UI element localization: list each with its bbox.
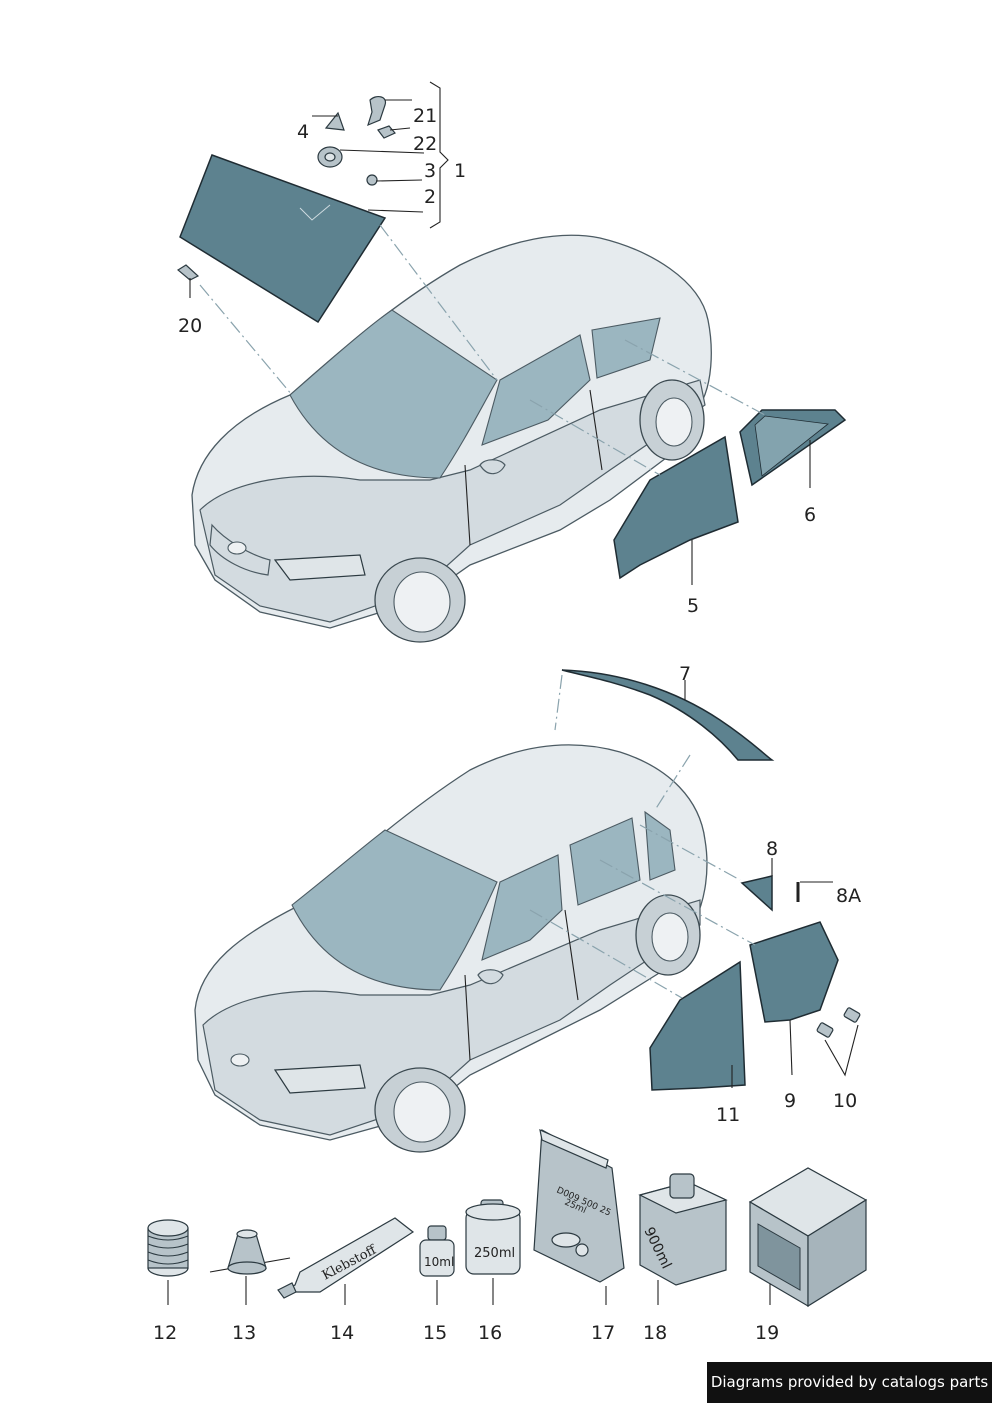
callout-labels: 21 4 22 1 3 2 20 6 5 7 8 8A 9 10 11 12 1… bbox=[153, 105, 861, 1344]
door-glass-front-5door[interactable] bbox=[649, 960, 746, 1091]
part-16-primer-can[interactable]: 250ml bbox=[465, 1199, 521, 1275]
car-bottom-illustration bbox=[194, 744, 708, 1153]
label-22[interactable]: 22 bbox=[413, 133, 437, 155]
door-glass-rear[interactable] bbox=[749, 921, 839, 1023]
part-4-cover[interactable] bbox=[324, 111, 345, 131]
windshield[interactable] bbox=[179, 154, 387, 324]
label-6[interactable]: 6 bbox=[804, 504, 816, 526]
label-16[interactable]: 16 bbox=[478, 1322, 502, 1344]
label-4[interactable]: 4 bbox=[297, 121, 309, 143]
label-9[interactable]: 9 bbox=[784, 1090, 796, 1112]
part-13-cord-roll[interactable] bbox=[209, 1229, 291, 1275]
label-5[interactable]: 5 bbox=[687, 595, 699, 617]
projection-lines bbox=[199, 224, 766, 999]
part-17-adhesive-bag[interactable]: D009 500 25 25ml bbox=[533, 1128, 625, 1283]
label-18[interactable]: 18 bbox=[643, 1322, 667, 1344]
small-bottle-label: 10ml bbox=[424, 1255, 454, 1269]
label-19[interactable]: 19 bbox=[755, 1322, 779, 1344]
label-11[interactable]: 11 bbox=[716, 1104, 740, 1126]
corner-glass[interactable] bbox=[740, 875, 773, 912]
part-12-spacer-coil[interactable] bbox=[147, 1219, 189, 1277]
label-12[interactable]: 12 bbox=[153, 1322, 177, 1344]
part-19-box[interactable] bbox=[748, 1167, 868, 1308]
part-10-clips[interactable] bbox=[816, 1007, 861, 1038]
label-14[interactable]: 14 bbox=[330, 1322, 354, 1344]
label-2[interactable]: 2 bbox=[424, 186, 436, 208]
part-21-clip[interactable] bbox=[367, 95, 387, 127]
car-top-illustration bbox=[191, 234, 712, 643]
label-8[interactable]: 8 bbox=[766, 838, 778, 860]
can-label: 250ml bbox=[474, 1246, 515, 1261]
label-7[interactable]: 7 bbox=[679, 663, 691, 685]
label-15[interactable]: 15 bbox=[423, 1322, 447, 1344]
part-18-cleaner-bottle[interactable]: 900ml bbox=[638, 1173, 728, 1286]
label-8a[interactable]: 8A bbox=[836, 885, 861, 907]
label-3[interactable]: 3 bbox=[424, 160, 436, 182]
label-13[interactable]: 13 bbox=[232, 1322, 256, 1344]
label-10[interactable]: 10 bbox=[833, 1090, 857, 1112]
part-20-wedge[interactable] bbox=[176, 264, 200, 281]
part-15-primer-bottle[interactable]: 10ml bbox=[419, 1225, 455, 1277]
credit-banner[interactable]: Diagrams provided by catalogs parts bbox=[707, 1362, 992, 1403]
label-1[interactable]: 1 bbox=[454, 160, 466, 182]
part-3-button[interactable] bbox=[366, 174, 378, 186]
label-21[interactable]: 21 bbox=[413, 105, 437, 127]
rear-window[interactable] bbox=[561, 669, 775, 761]
part-22-pad[interactable] bbox=[377, 125, 396, 139]
leader-lines bbox=[167, 81, 859, 1305]
label-17[interactable]: 17 bbox=[591, 1322, 615, 1344]
door-glass-front-3door[interactable] bbox=[613, 435, 739, 580]
label-20[interactable]: 20 bbox=[178, 315, 202, 337]
